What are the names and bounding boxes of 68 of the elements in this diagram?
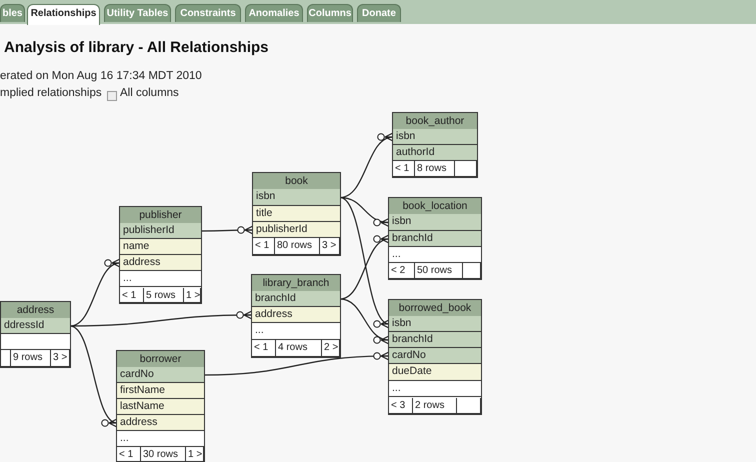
footer-cell: < 1: [252, 340, 276, 356]
column-row: lastName: [117, 399, 204, 415]
column-row: cardNo: [117, 367, 204, 383]
column-row: isbn: [393, 129, 477, 145]
relationship-line: [340, 234, 390, 300]
tab: Utility Tables: [104, 4, 171, 22]
generated-date-text: erated on Mon Aug 16 17:34 MDT 2010: [0, 70, 202, 82]
table: [251, 274, 341, 358]
relationship-line: [70, 258, 122, 327]
footer-cell: 1 >: [184, 288, 201, 302]
column-row: cardNo: [389, 348, 481, 364]
relationship-line: [204, 351, 390, 376]
column-row: isbn: [389, 214, 481, 231]
column-row: address: [120, 255, 201, 271]
column-row: address: [117, 415, 204, 431]
column-row: branchId: [252, 291, 340, 307]
footer-cell: 3 >: [51, 350, 70, 366]
footer-cell: < 1: [120, 288, 144, 302]
relationship-line: [201, 225, 254, 235]
table: [119, 206, 202, 304]
tab: Constraints: [175, 4, 241, 22]
footer-cell: 80 rows: [275, 238, 320, 254]
column-row: title: [253, 206, 340, 222]
table: [252, 172, 341, 256]
relationship-line: [340, 132, 394, 198]
column-row: publisherId: [253, 222, 340, 238]
column-row: isbn: [389, 316, 481, 332]
footer-cell: < 2: [389, 263, 415, 278]
column-row: isbn: [253, 189, 340, 206]
footer-cell: 50 rows: [415, 263, 463, 278]
footer-cell: 30 rows: [141, 447, 186, 461]
table: [0, 301, 71, 368]
footer-cell: 1 >: [186, 447, 204, 461]
table: [388, 299, 482, 415]
table: [392, 112, 478, 178]
footer-cell: 2 rows: [413, 398, 457, 413]
column-row: address: [252, 307, 340, 323]
column-row: dueDate: [389, 364, 481, 381]
footer-cell: < 1: [117, 447, 141, 461]
footer-cell: < 3: [389, 398, 413, 413]
column-row: authorId: [393, 145, 477, 161]
table: [116, 350, 205, 462]
footer-cell: 9 rows: [11, 350, 51, 366]
column-row: branchId: [389, 231, 481, 247]
footer-cell: 5 rows: [144, 288, 184, 302]
footer-cell: 8 rows: [415, 161, 455, 176]
footer-cell: 3 >: [320, 238, 340, 254]
tab: Donate: [357, 4, 401, 22]
relationship-line: [70, 310, 253, 327]
tab: Relationships: [27, 4, 100, 25]
footer-cell: < 1: [253, 238, 275, 254]
checkbox-label: mplied relationships: [0, 87, 102, 99]
relationship-line: [340, 196, 390, 228]
table: [388, 197, 482, 280]
footer-cell: 2 >: [322, 340, 340, 356]
footer-cell: 4 rows: [276, 340, 322, 356]
checkbox-label: All columns: [120, 87, 179, 99]
column-row: name: [120, 239, 201, 255]
tab: Columns: [307, 4, 353, 22]
tab: bles: [0, 4, 25, 22]
column-row: ddressId: [1, 318, 70, 334]
tab: Anomalies: [245, 4, 303, 22]
page-title: Analysis of library - All Relationships: [4, 39, 269, 56]
column-row: branchId: [389, 332, 481, 348]
relationship-line: [340, 298, 390, 345]
column-row: firstName: [117, 383, 204, 399]
footer-cell: < 1: [393, 161, 415, 176]
column-row: publisherId: [120, 223, 201, 239]
